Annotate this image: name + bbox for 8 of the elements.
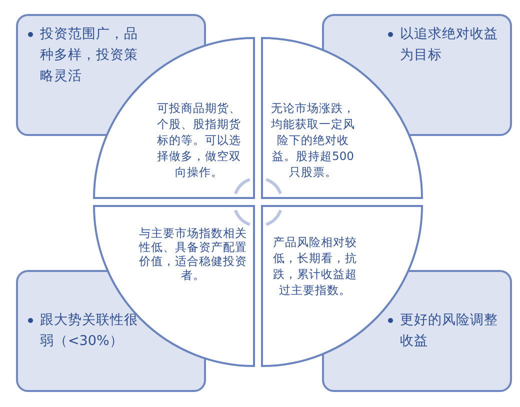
bullet-text: 以追求绝对收益为目标 bbox=[386, 24, 498, 66]
bullet-text: 跟大势关联性很弱（<30%） bbox=[26, 310, 138, 352]
bullet-text: 投资范围广，品种多样，投资策略灵活 bbox=[26, 24, 138, 87]
panel-text: 与主要市场指数相关性低、具备资产配置价值，适合稳健投资者。 bbox=[138, 226, 248, 282]
panel-text: 产品风险相对较低，长期看，抗跌，累计收益超过主要指数。 bbox=[272, 234, 358, 298]
panel-text: 无论市场涨跌，均能获取一定风险下的绝对收益。股持超500只股票。 bbox=[270, 100, 356, 180]
bullet-text: 更好的风险调整收益 bbox=[386, 310, 498, 352]
panel-text: 可投商品期货、个股、股指期货标的等。可以选择做多，做空双向操作。 bbox=[156, 100, 242, 180]
